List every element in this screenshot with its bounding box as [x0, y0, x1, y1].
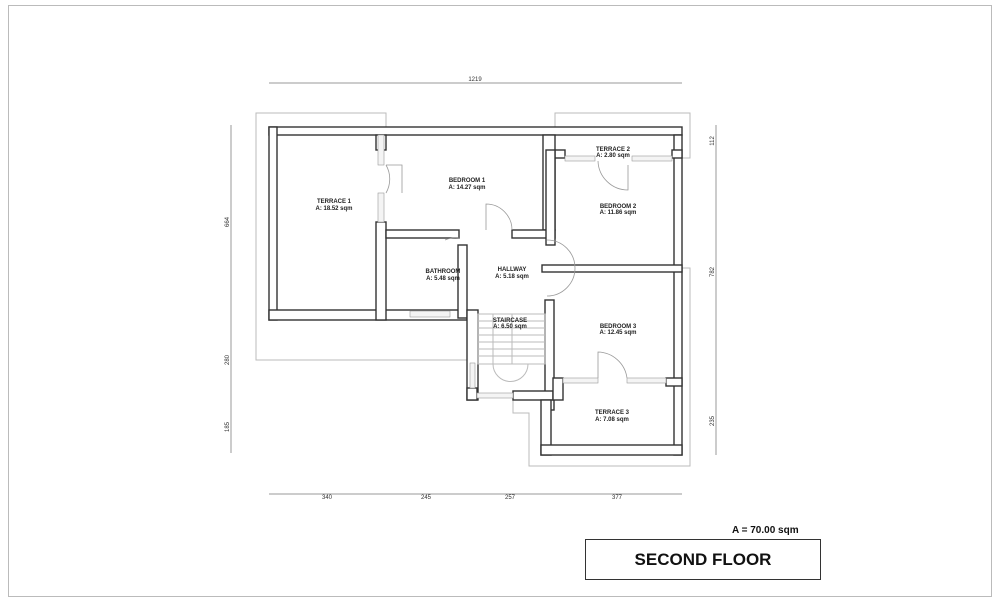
dim-right: 782: [710, 266, 716, 277]
dimension-lines: [230, 82, 717, 495]
doors: [385, 160, 629, 379]
dim-right: 112: [710, 136, 716, 146]
room-name: STAIRCASE: [493, 318, 527, 324]
dim-bottom: 257: [505, 495, 516, 501]
room-area: A: 11.86 sqm: [600, 210, 637, 216]
room-name: TERRACE 3: [595, 410, 630, 416]
terrace-outline-left: [255, 112, 467, 361]
staircase-steps: [477, 313, 546, 382]
room-name: HALLWAY: [498, 267, 527, 273]
drawing-frame: [8, 5, 992, 597]
dim-right: 235: [710, 415, 716, 426]
terrace-outline-bottom-right: [512, 267, 691, 467]
room-area: A: 18.52 sqm: [315, 206, 352, 212]
total-area: A = 70.00 sqm: [732, 525, 799, 536]
dim-left: 185: [225, 421, 231, 432]
dim-left: 664: [225, 216, 231, 227]
room-labels: TERRACE 1 A: 18.52 sqm BEDROOM 1 A: 14.2…: [315, 147, 636, 423]
room-area: A: 5.48 sqm: [426, 276, 460, 282]
room-name: TERRACE 1: [317, 199, 352, 205]
dim-left: 280: [225, 354, 231, 365]
room-name: BEDROOM 1: [449, 178, 486, 184]
room-area: A: 2.80 sqm: [596, 153, 630, 159]
terrace-outline-top-right: [554, 112, 691, 159]
windows: [377, 134, 673, 399]
room-area: A: 7.08 sqm: [595, 417, 629, 423]
room-area: A: 14.27 sqm: [448, 185, 485, 191]
room-name: BATHROOM: [426, 269, 461, 275]
room-area: A: 6.50 sqm: [493, 324, 527, 330]
dim-top: 1219: [468, 77, 482, 83]
walls: [268, 126, 683, 456]
dim-bottom: 245: [421, 495, 432, 501]
room-name: BEDROOM 3: [600, 324, 637, 330]
dimension-labels: 1219 340 245 257 377 664 280 185 112 782…: [225, 77, 716, 501]
room-name: TERRACE 2: [596, 147, 631, 153]
room-area: A: 12.45 sqm: [599, 330, 636, 336]
room-area: A: 5.18 sqm: [495, 274, 529, 280]
floor-title: SECOND FLOOR: [585, 539, 821, 580]
dim-bottom: 340: [322, 495, 333, 501]
room-name: BEDROOM 2: [600, 204, 637, 210]
dim-bottom: 377: [612, 495, 623, 501]
